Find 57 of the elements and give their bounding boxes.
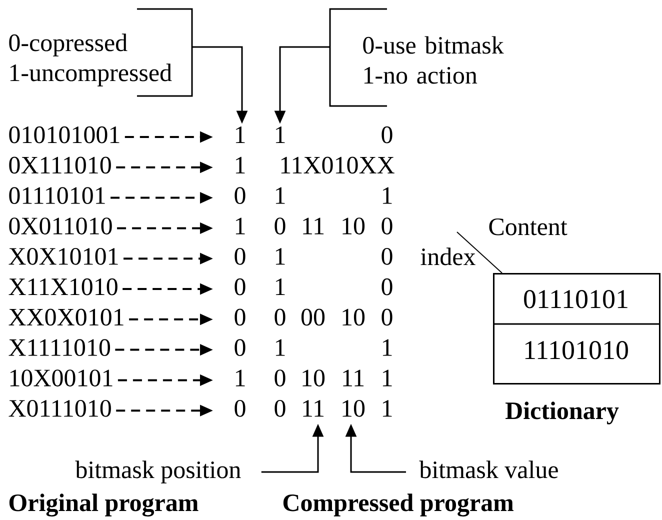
annotation-text: bitmask value [419, 460, 558, 478]
code-line: 0X011010 [9, 218, 112, 234]
code-line: X1111010 [8, 339, 110, 356]
code-line: 10X00101 [10, 370, 112, 386]
section-title: Compressed program [283, 494, 514, 516]
code-field: 0 [382, 248, 392, 265]
code-line: X0X10101 [8, 248, 118, 265]
code-field: 0 [274, 400, 286, 417]
code-field: 10 [342, 218, 365, 234]
code-field: 1 [236, 218, 245, 234]
code-line: 0X111010 [9, 156, 111, 174]
code-field: 1 [276, 187, 285, 204]
code-field: 11 [343, 370, 364, 386]
code-field: 0 [382, 218, 392, 234]
code-line: 01110101 [9, 187, 105, 204]
code-field: 0 [234, 339, 246, 356]
code-field: 0 [274, 308, 286, 326]
bracket-callout: 0-use bitmask 1-no action [329, 8, 504, 107]
code-field: 10 [302, 370, 325, 386]
code-field: 1 [382, 400, 392, 417]
table-title: Dictionary [506, 402, 619, 424]
header-text: Content [489, 218, 568, 236]
code-field: 1 [382, 370, 392, 386]
code-field: 1 [236, 126, 245, 143]
bracket-callout: 0-copressed 1-uncompressed [9, 8, 193, 97]
code-field: 1 [236, 370, 245, 386]
code-field: 11X010XX [281, 156, 394, 174]
code-field: 1 [382, 339, 392, 356]
code-field: 10 [342, 308, 365, 326]
section-title: Original program [9, 494, 198, 516]
code-field: 0 [382, 126, 392, 144]
code-line: X11X1010 [8, 278, 118, 296]
code-field: 1 [276, 278, 285, 295]
code-field: 1 [276, 126, 285, 143]
code-line: XX0X0101 [8, 308, 124, 326]
dictionary-table: 01110101 11101010 [493, 273, 660, 384]
code-field: 11 [303, 400, 324, 417]
code-field: 1 [276, 339, 285, 356]
code-line: X0111010 [8, 400, 111, 417]
code-field: 0 [234, 187, 246, 204]
code-field: 0 [382, 308, 392, 326]
code-field: 10 [342, 400, 365, 417]
annotation-text: bitmask position [75, 460, 241, 484]
code-field: 0 [234, 308, 246, 326]
code-field: 0 [234, 248, 246, 265]
header-text: index [420, 248, 476, 266]
code-field: 0 [382, 278, 392, 296]
code-field: 1 [236, 156, 245, 174]
code-field: 1 [276, 248, 285, 265]
code-field: 0 [274, 218, 286, 234]
code-field: 0 [274, 370, 286, 386]
code-field: 1 [382, 187, 392, 204]
code-field: 00 [301, 308, 325, 326]
code-line: 010101001 [9, 126, 120, 144]
code-field: 0 [234, 400, 246, 417]
code-field: 0 [234, 278, 246, 296]
code-field: 11 [303, 218, 324, 234]
